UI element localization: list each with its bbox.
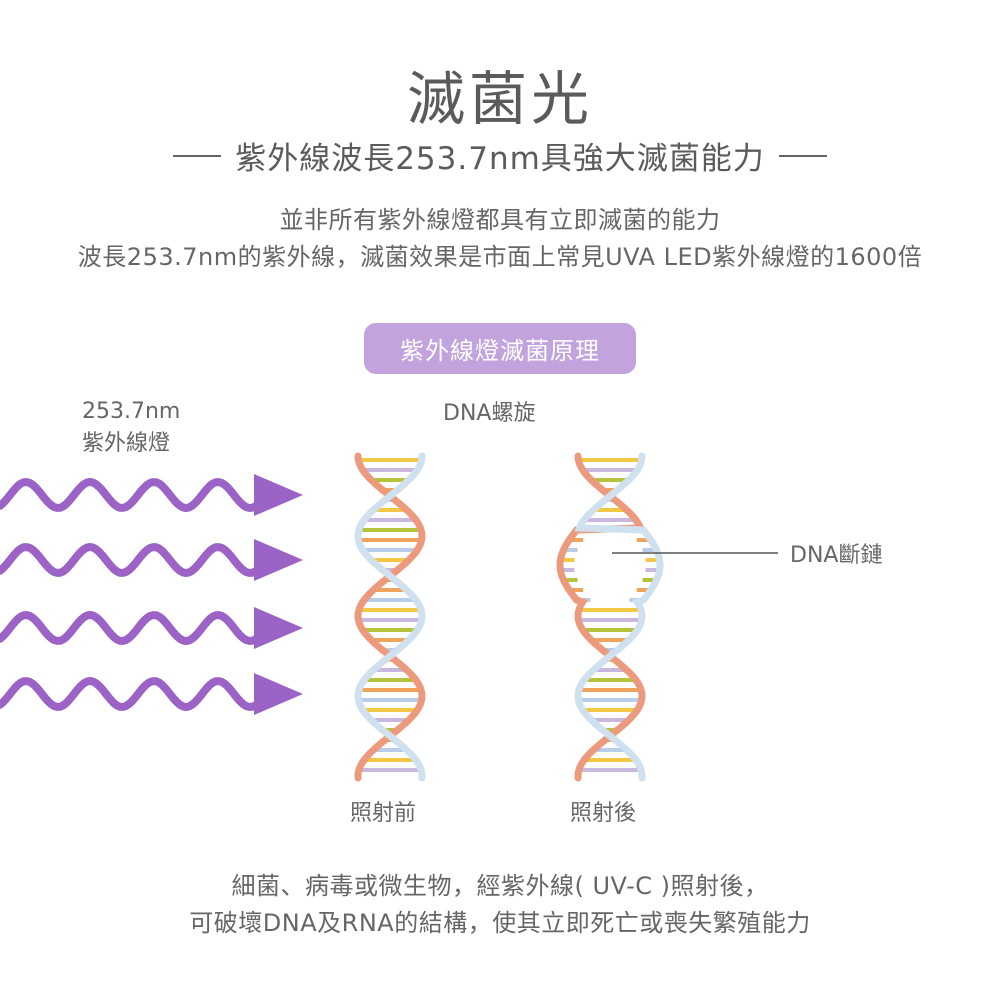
uv-wave-arrowhead-3 [254,607,303,649]
uv-label-wavelength: 253.7nm [82,399,181,424]
right-dash [778,154,827,157]
uv-wave-2 [0,542,262,578]
uv-wave-arrowhead-2 [254,539,303,581]
footer-line-2: 可破壞DNA及RNA的結構，使其立即死亡或喪失繁殖能力 [189,909,811,937]
footer-line-1: 細菌、病毒或微生物，經紫外線( UV-C )照射後， [231,872,769,900]
dna-after-strand-blue [574,452,664,782]
subtitle: 紫外線波長253.7nm具強大滅菌能力 [235,141,765,177]
uv-wave-1 [0,477,262,513]
uv-wave-3 [0,610,262,646]
subtitle-row: 紫外線波長253.7nm具強大滅菌能力 [0,133,1000,178]
uv-wave-4 [0,676,262,712]
dna-after-strand-orange [556,452,646,782]
description-line-2: 波長253.7nm的紫外線，滅菌效果是市面上常見UVA LED紫外線燈的1600… [77,243,923,271]
description-line-1: 並非所有紫外線燈都具有立即滅菌的能力 [279,206,721,234]
before-label: 照射前 [350,801,417,826]
dna-helix-label: DNA螺旋 [443,401,536,426]
dna-before-strand-orange [354,452,426,782]
uv-label-lamp: 紫外線燈 [82,431,171,456]
left-dash [173,154,222,157]
dna-break-label: DNA斷鏈 [790,543,883,568]
after-label: 照射後 [570,801,637,826]
page-title: 滅菌光 [406,65,593,133]
uv-wave-arrowhead-4 [254,673,303,715]
dna-after-irradiation [556,452,664,782]
dna-before-irradiation [354,452,426,782]
uv-wave-arrowhead-1 [254,474,303,516]
section-pill: 紫外線燈滅菌原理 [364,323,636,374]
dna-before-strand-blue [354,452,426,782]
uv-waves [0,474,303,715]
